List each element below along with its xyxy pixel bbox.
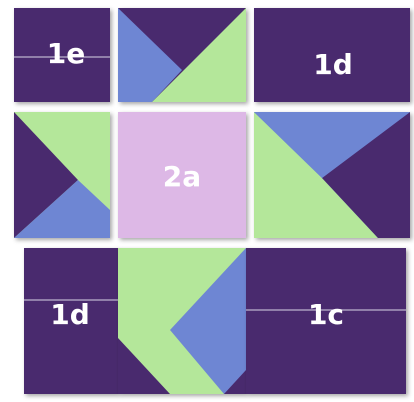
patch-1d-bottom: 1d (24, 248, 118, 394)
patch-2a-center: 2a (118, 112, 246, 238)
patch-top-hourglass (118, 8, 246, 102)
patch-label-1d-top: 1d (313, 48, 353, 81)
patch-1c: 1c (246, 248, 406, 394)
patch-bottom-hourglass (118, 248, 246, 394)
patch-1e: 1e (14, 8, 110, 102)
patch-label-1c: 1c (308, 298, 344, 331)
patch-right-triangles (254, 112, 410, 238)
patch-1d-top: 1d (254, 8, 410, 102)
patch-label-1e: 1e (47, 37, 85, 70)
patch-left-triangles (14, 112, 110, 238)
patch-label-2a: 2a (163, 160, 201, 193)
patch-label-1d-bottom: 1d (50, 298, 90, 331)
